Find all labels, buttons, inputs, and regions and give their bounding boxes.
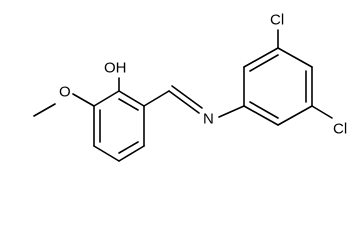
bond xyxy=(118,145,145,162)
bond xyxy=(93,145,120,162)
chemical-structure: OH O N Cl Cl xyxy=(33,12,347,162)
bond-to-methyl xyxy=(33,103,56,117)
ether-oxygen-label: O xyxy=(59,84,71,101)
bond xyxy=(93,90,120,107)
hydroxyl-label: OH xyxy=(104,60,127,77)
bond xyxy=(277,47,313,68)
bond xyxy=(243,47,279,68)
bond-ring-to-ch xyxy=(143,90,170,107)
dichlorophenyl-ring xyxy=(243,47,313,126)
imine-double-bond xyxy=(171,85,203,109)
chlorine-bottom-label: Cl xyxy=(333,121,347,138)
double-bond xyxy=(118,98,139,111)
double-bond xyxy=(249,101,279,119)
chlorine-top-label: Cl xyxy=(270,12,284,29)
double-bond xyxy=(249,54,279,72)
bond-to-ether-oxygen xyxy=(72,93,95,107)
bond xyxy=(243,105,279,126)
double-bond xyxy=(118,141,139,154)
bond xyxy=(118,90,145,107)
imine-nitrogen-label: N xyxy=(203,111,214,128)
imine-double-bond xyxy=(168,90,200,114)
bond-n-to-ring xyxy=(218,105,245,118)
bond-to-chlorine-bottom xyxy=(311,105,333,119)
phenol-ring xyxy=(93,90,145,162)
bond xyxy=(277,105,313,126)
